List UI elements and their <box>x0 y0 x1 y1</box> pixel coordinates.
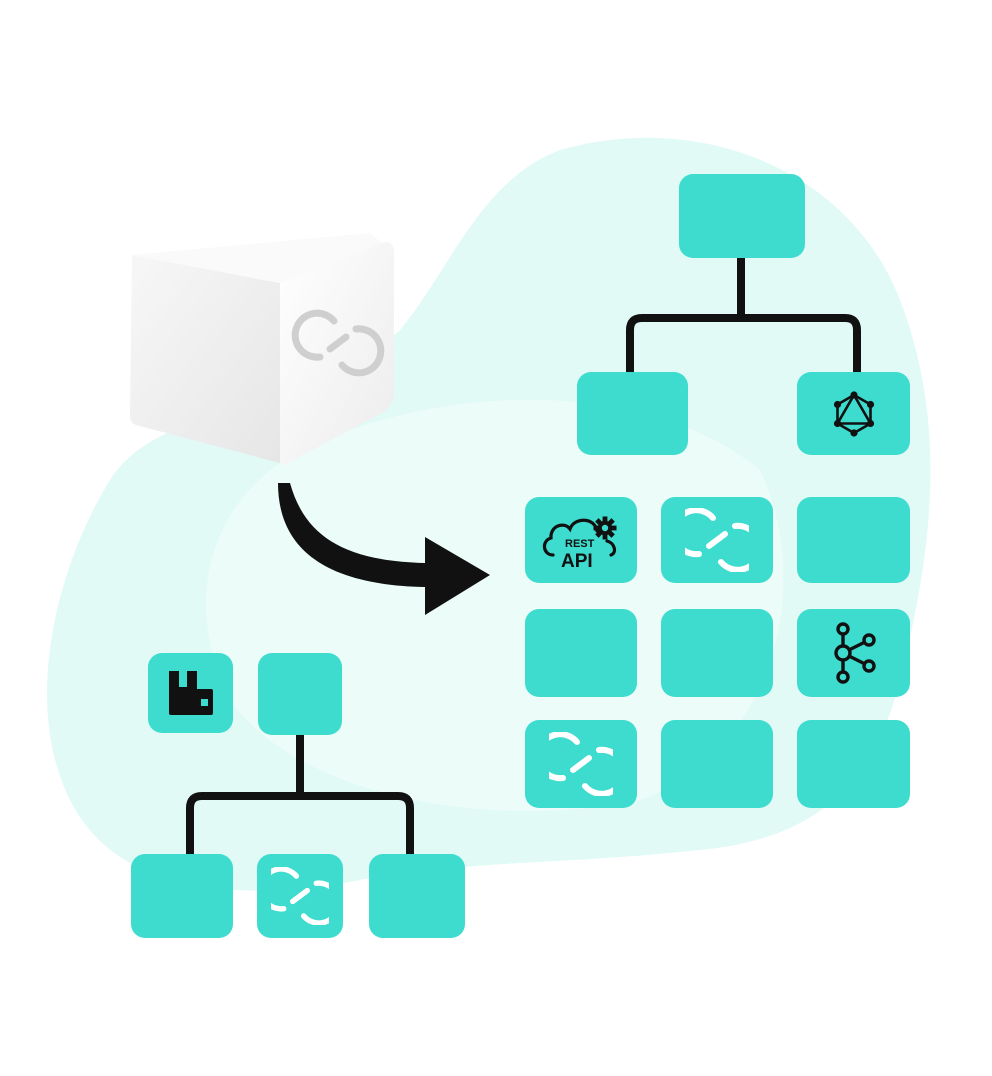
tree-child-node-graphql <box>797 372 910 455</box>
tree-child-node-link <box>257 854 343 938</box>
link-icon <box>549 732 613 796</box>
grid-tile-empty <box>661 720 773 808</box>
api-label: API <box>561 551 593 571</box>
grid-tile-empty <box>661 609 773 697</box>
grid-tile-empty <box>797 497 910 583</box>
grid-tile-kafka <box>797 609 910 697</box>
kafka-icon <box>833 622 876 684</box>
rabbitmq-icon <box>168 671 213 715</box>
link-icon <box>685 508 749 572</box>
tree-root-node <box>679 174 805 258</box>
rest-label: REST <box>565 538 595 550</box>
rest-api-cloud-icon: REST API <box>542 516 617 571</box>
rabbitmq-tile <box>148 653 233 733</box>
transform-arrow <box>278 483 490 615</box>
grid-tile-link <box>661 497 773 583</box>
tree-child-node-left <box>131 854 233 938</box>
cube-illustration <box>130 233 394 465</box>
tree-root-node <box>258 653 342 735</box>
link-icon <box>291 309 385 377</box>
tree-child-node-right <box>369 854 465 938</box>
grid-tile-rest-api: REST API <box>525 497 637 583</box>
link-icon <box>271 867 329 925</box>
grid-tile-link <box>525 720 637 808</box>
tree-child-node-left <box>577 372 688 455</box>
grid-tile-empty <box>797 720 910 808</box>
grid-tile-empty <box>525 609 637 697</box>
graphql-icon <box>833 390 874 437</box>
